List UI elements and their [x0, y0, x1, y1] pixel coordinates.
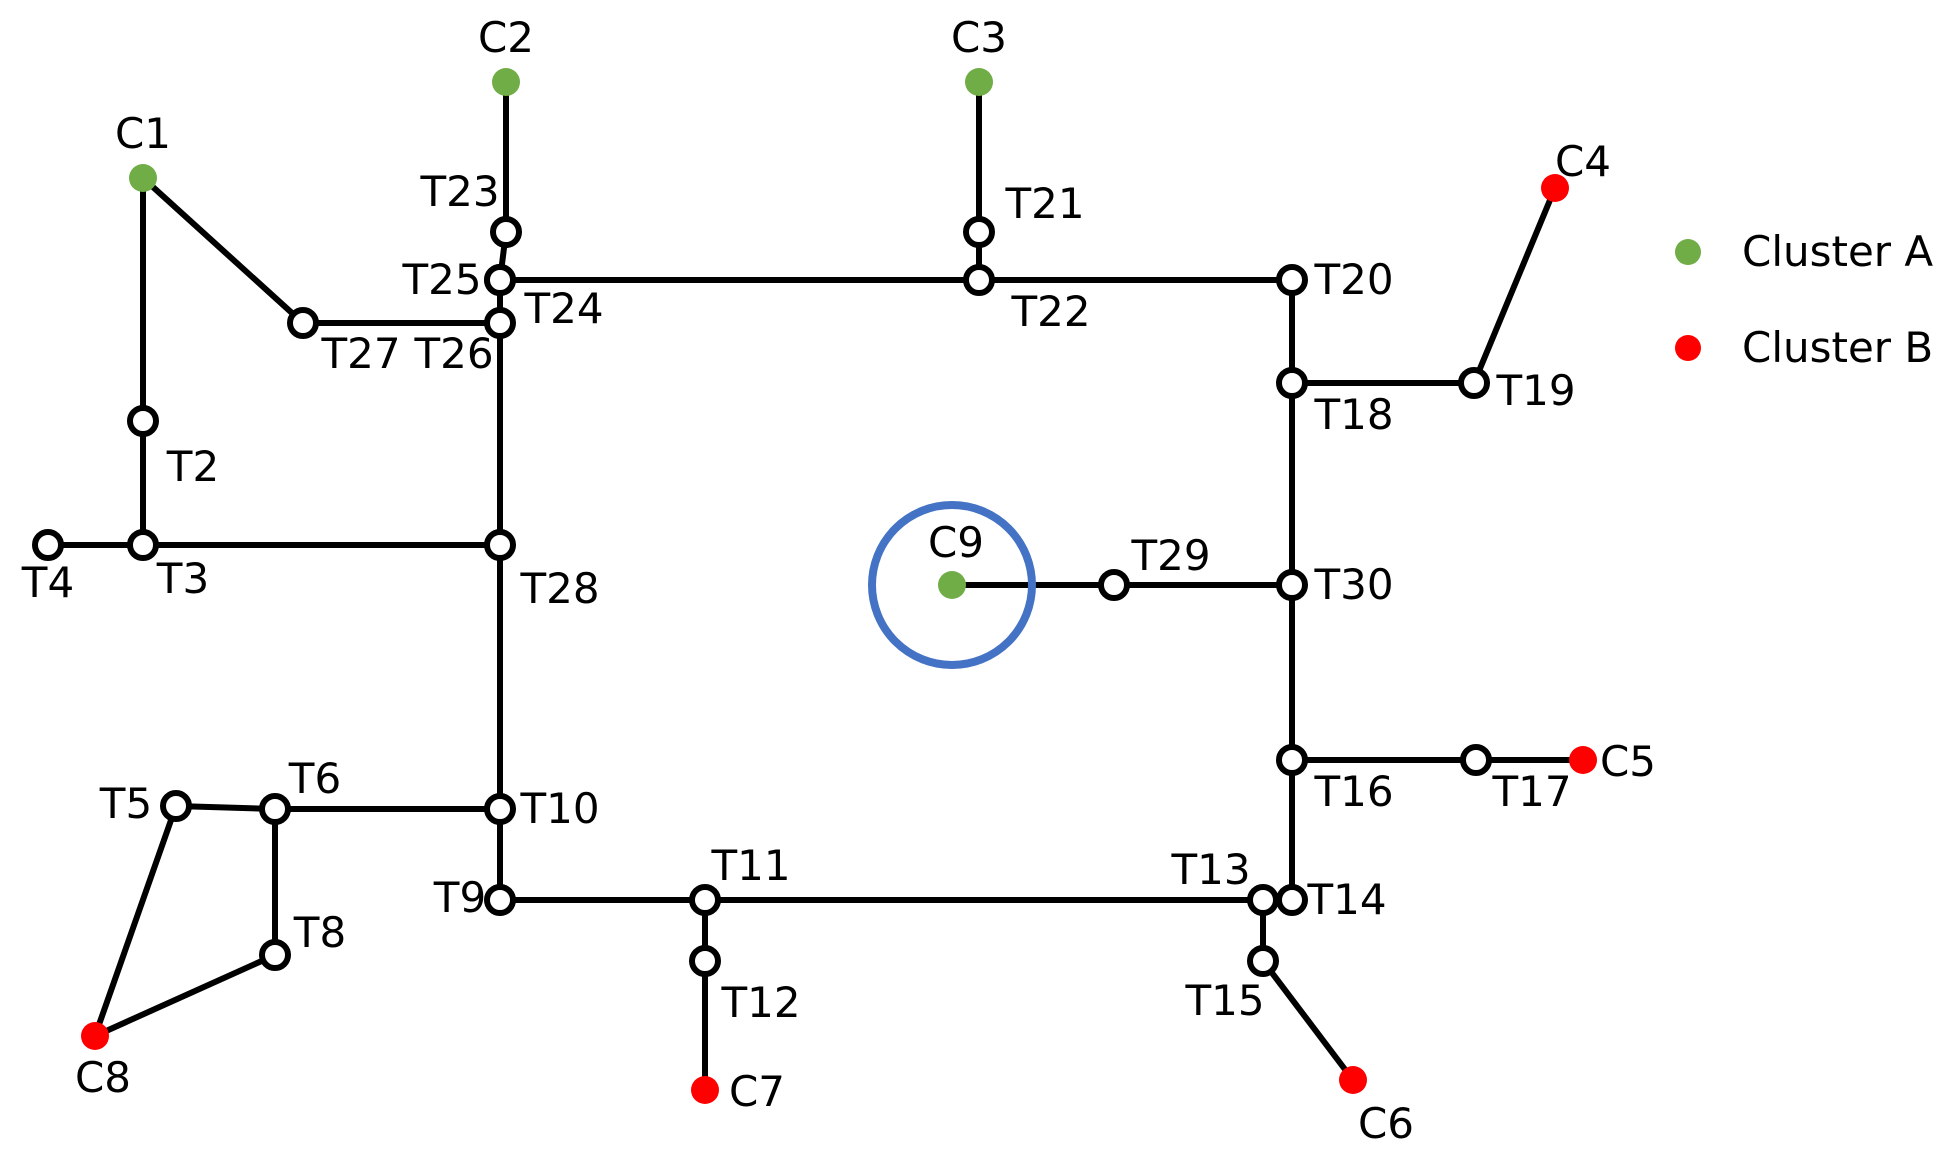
terminal-node-t19	[1458, 367, 1490, 399]
node-label-c3: C3	[951, 13, 1007, 62]
terminal-node-t11	[689, 884, 721, 916]
legend-marker-cluster-a	[1675, 239, 1701, 265]
node-label-t24: T24	[523, 284, 603, 333]
terminal-node-t29	[1098, 569, 1130, 601]
node-label-t15: T15	[1184, 976, 1264, 1025]
node-label-t3: T3	[156, 554, 209, 603]
client-node-c2	[492, 68, 520, 96]
node-label-t14: T14	[1306, 875, 1386, 924]
client-node-c5	[1569, 746, 1597, 774]
edge-c1-t27	[140, 175, 306, 326]
node-label-t5: T5	[99, 779, 152, 828]
terminal-node-t23	[490, 216, 522, 248]
legend: Cluster A Cluster B	[1675, 227, 1933, 372]
highlight-ring	[868, 501, 1036, 669]
node-label-t23: T23	[419, 167, 499, 216]
terminal-node-t13	[1247, 884, 1279, 916]
client-node-c8	[81, 1022, 109, 1050]
node-label-t20: T20	[1313, 255, 1393, 304]
node-label-c4: C4	[1555, 137, 1611, 186]
node-label-t8: T8	[293, 908, 346, 957]
client-node-c9	[938, 571, 966, 599]
node-label-t6: T6	[288, 754, 341, 803]
node-label-t12: T12	[720, 978, 800, 1027]
node-label-c2: C2	[478, 13, 534, 62]
client-node-c1	[129, 164, 157, 192]
terminal-node-t28	[484, 529, 516, 561]
client-node-c6	[1339, 1066, 1367, 1094]
node-label-t10: T10	[519, 784, 599, 833]
node-label-t16: T16	[1313, 767, 1393, 816]
terminal-node-t22	[963, 264, 995, 296]
terminal-node-t30	[1276, 569, 1308, 601]
terminal-node-t16	[1276, 744, 1308, 776]
node-label-c9: C9	[928, 518, 984, 567]
node-label-t17: T17	[1491, 767, 1571, 816]
terminal-node-t12	[689, 945, 721, 977]
terminal-node-t27	[287, 307, 319, 339]
terminal-node-t26	[484, 307, 516, 339]
legend-marker-cluster-b	[1675, 335, 1701, 361]
node-label-t2: T2	[166, 442, 219, 491]
node-label-t28: T28	[519, 564, 599, 613]
legend-label-cluster-b: Cluster B	[1742, 323, 1933, 372]
node-label-t18: T18	[1313, 390, 1393, 439]
node-label-t30: T30	[1313, 560, 1393, 609]
node-label-t22: T22	[1010, 287, 1090, 336]
node-label-t19: T19	[1495, 366, 1575, 415]
node-label-t13: T13	[1170, 845, 1250, 894]
terminal-node-t5	[160, 790, 192, 822]
node-label-t9: T9	[433, 873, 486, 922]
edge-t15-c6	[1260, 958, 1356, 1083]
edge-t6-t5	[173, 803, 278, 812]
terminal-node-t15	[1247, 945, 1279, 977]
legend-label-cluster-a: Cluster A	[1742, 227, 1933, 276]
client-node-c4	[1541, 174, 1569, 202]
terminal-node-t18	[1276, 367, 1308, 399]
edge-t5-c8	[92, 803, 179, 1039]
terminal-node-t9	[484, 884, 516, 916]
node-label-t29: T29	[1130, 531, 1210, 580]
edge-t19-c4	[1471, 185, 1558, 386]
node-label-c6: C6	[1358, 1099, 1414, 1148]
terminal-node-t6	[259, 793, 291, 825]
node-label-t21: T21	[1004, 179, 1084, 228]
node-label-c5: C5	[1600, 737, 1656, 786]
client-node-c3	[965, 68, 993, 96]
nodes-layer	[32, 68, 1597, 1104]
terminal-node-t21	[963, 216, 995, 248]
terminal-node-t20	[1276, 264, 1308, 296]
terminal-node-t2	[127, 405, 159, 437]
terminal-node-t25	[484, 264, 516, 296]
client-node-c7	[691, 1076, 719, 1104]
terminal-node-t17	[1460, 744, 1492, 776]
node-label-t25: T25	[401, 255, 481, 304]
node-label-t26: T26	[413, 329, 493, 378]
node-label-t11: T11	[710, 841, 790, 890]
node-label-c8: C8	[75, 1053, 131, 1102]
terminal-node-t8	[259, 939, 291, 971]
terminal-node-t4	[32, 529, 64, 561]
node-label-c7: C7	[729, 1067, 785, 1116]
node-label-t4: T4	[21, 558, 74, 607]
node-label-c1: C1	[115, 109, 171, 158]
node-label-t27: T27	[320, 329, 400, 378]
terminal-node-t14	[1276, 884, 1308, 916]
edge-c8-t8	[92, 952, 278, 1039]
terminal-node-t3	[127, 529, 159, 561]
terminal-node-t10	[484, 793, 516, 825]
